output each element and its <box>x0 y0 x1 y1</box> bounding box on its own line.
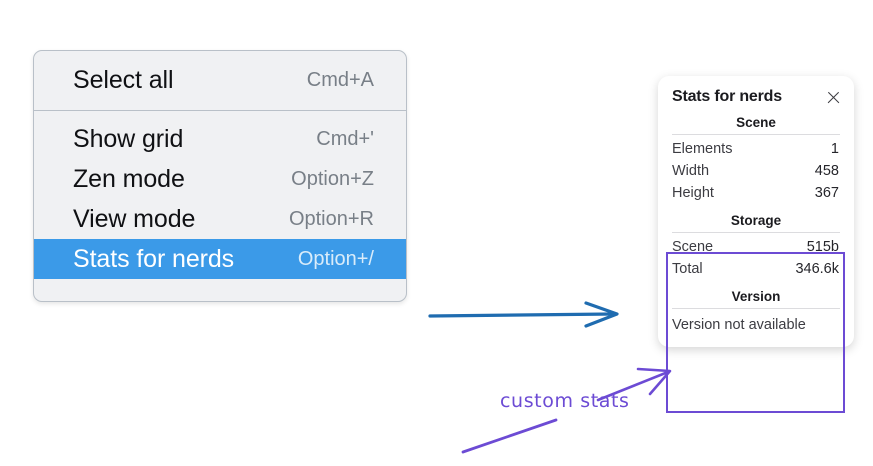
section-hairline <box>672 232 840 233</box>
stat-value: 346.6k <box>795 261 839 277</box>
context-menu[interactable]: Select all Cmd+A Show grid Cmd+' Zen mod… <box>33 50 407 302</box>
stat-row-storage-total: Total 346.6k <box>669 258 843 280</box>
menu-divider <box>34 110 406 111</box>
blue-arrow-icon <box>428 301 619 328</box>
menu-item-show-grid[interactable]: Show grid Cmd+' <box>34 119 406 159</box>
menu-item-shortcut: Cmd+A <box>306 68 374 91</box>
section-heading-storage: Storage <box>730 213 782 228</box>
menu-item-view-mode[interactable]: View mode Option+R <box>34 199 406 239</box>
stat-row-elements: Elements 1 <box>669 138 843 160</box>
menu-item-label: Stats for nerds <box>73 244 235 273</box>
panel-titlebar: Stats for nerds <box>669 86 843 106</box>
menu-item-select-all[interactable]: Select all Cmd+A <box>34 60 406 100</box>
stat-value: 1 <box>830 141 839 157</box>
version-note: Version not available <box>672 317 806 333</box>
context-menu-group-1: Select all Cmd+A <box>34 51 406 110</box>
section-hairline <box>672 134 840 135</box>
menu-item-shortcut: Option+/ <box>297 247 374 270</box>
menu-item-shortcut: Option+Z <box>291 167 374 190</box>
stat-value: 458 <box>814 163 839 179</box>
stats-for-nerds-panel: Stats for nerds Scene Elements 1 Width 4… <box>658 76 854 347</box>
menu-item-label: View mode <box>73 204 196 233</box>
panel-title: Stats for nerds <box>672 88 782 105</box>
stat-label: Total <box>672 261 703 277</box>
menu-item-shortcut: Option+R <box>288 207 374 230</box>
menu-bottom-padding <box>34 279 406 301</box>
context-menu-group-2: Show grid Cmd+' Zen mode Option+Z View m… <box>34 111 406 301</box>
purple-underline-stroke <box>461 418 558 454</box>
stat-label: Scene <box>672 239 714 255</box>
stat-label: Height <box>672 185 714 201</box>
section-heading-scene: Scene <box>736 115 776 130</box>
menu-item-label: Zen mode <box>73 164 185 193</box>
menu-item-label: Show grid <box>73 124 184 153</box>
stat-value: 367 <box>814 185 839 201</box>
stat-row-height: Height 367 <box>669 182 843 204</box>
stat-value: 515b <box>806 239 839 255</box>
menu-item-label: Select all <box>73 65 174 94</box>
close-icon[interactable] <box>825 89 842 106</box>
custom-stats-annotation-label: custom stats <box>500 390 630 412</box>
stat-label: Elements <box>672 141 733 157</box>
purple-arrow-icon <box>596 367 672 402</box>
menu-item-shortcut: Cmd+' <box>316 127 374 150</box>
section-hairline <box>672 308 840 309</box>
stat-row-storage-scene: Scene 515b <box>669 236 843 258</box>
menu-item-stats-for-nerds[interactable]: Stats for nerds Option+/ <box>34 239 406 279</box>
menu-item-zen-mode[interactable]: Zen mode Option+Z <box>34 159 406 199</box>
section-heading-version: Version <box>731 289 781 304</box>
stat-row-width: Width 458 <box>669 160 843 182</box>
stat-label: Width <box>672 163 710 179</box>
